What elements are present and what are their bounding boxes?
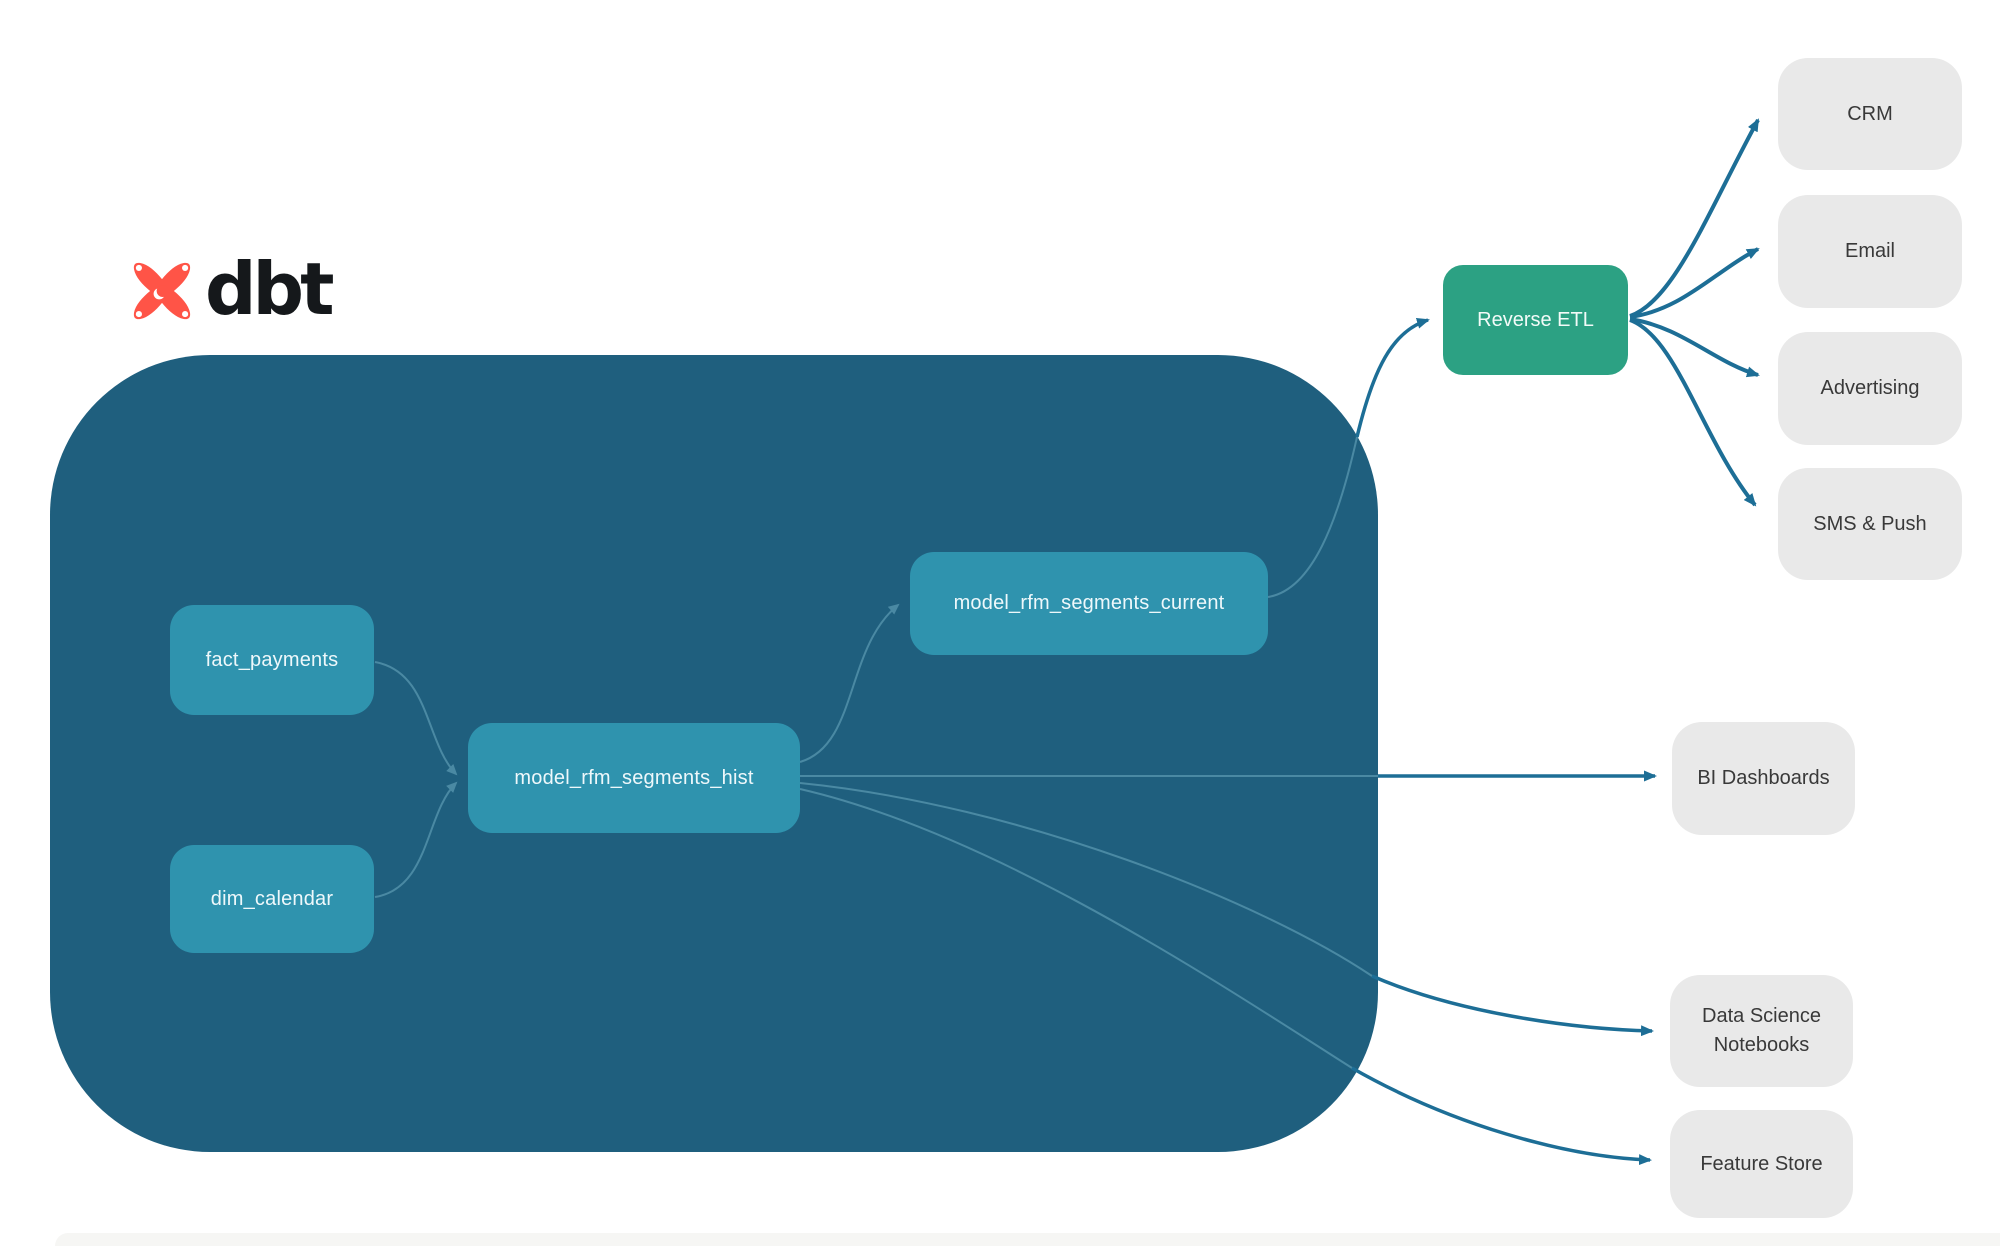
node-label: dim_calendar <box>210 887 334 910</box>
node-label: model_rfm_segments_hist <box>514 766 754 789</box>
edge-fact-payments-to-hist <box>374 661 458 776</box>
node-email: Email <box>1778 195 1962 308</box>
edge-hist-to-fs-outside <box>1351 1066 1652 1166</box>
edge-hist-to-ds-outside <box>1371 974 1654 1037</box>
node-label: Advertising <box>1820 377 1920 399</box>
edge-hist-to-current <box>799 603 900 763</box>
node-sms-push: SMS & Push <box>1778 468 1962 580</box>
node-label: CRM <box>1847 102 1893 125</box>
edge-reverse-etl-to-advertising <box>1629 317 1760 378</box>
node-bi-dashboards: BI Dashboards <box>1672 722 1855 835</box>
node-feature-store: Feature Store <box>1670 1110 1853 1218</box>
node-label: SMS & Push <box>1813 512 1927 535</box>
node-label: Feature Store <box>1700 1152 1823 1175</box>
dbt-wordmark: dbt <box>205 247 334 331</box>
edge-current-to-reverse-etl-outside <box>1355 317 1430 438</box>
edge-current-to-reverse-etl-inside <box>1267 436 1358 598</box>
node-label: Data Science Notebooks <box>1702 1005 1821 1056</box>
node-dim-calendar: dim_calendar <box>170 845 374 953</box>
node-fact-payments: fact_payments <box>170 605 374 715</box>
node-model-rfm-segments-hist: model_rfm_segments_hist <box>468 723 800 833</box>
node-model-rfm-segments-current: model_rfm_segments_current <box>910 552 1268 655</box>
node-crm: CRM <box>1778 58 1962 170</box>
edge-hist-to-fs-inside <box>799 788 1353 1069</box>
node-label: fact_payments <box>205 648 339 671</box>
edge-reverse-etl-to-crm <box>1629 118 1760 318</box>
edge-dim-calendar-to-hist <box>374 781 458 898</box>
edge-reverse-etl-to-email <box>1629 247 1760 319</box>
node-advertising: Advertising <box>1778 332 1962 445</box>
edge-reverse-etl-to-sms-push <box>1629 318 1757 507</box>
node-reverse-etl: Reverse ETL <box>1443 265 1628 375</box>
slide-bottom-strip <box>55 1233 2000 1246</box>
edge-hist-to-ds-inside <box>799 782 1373 977</box>
node-label: Reverse ETL <box>1477 308 1594 331</box>
node-data-science-notebooks: Data Science Notebooks <box>1670 975 1853 1087</box>
dbt-logo: dbt <box>127 247 334 331</box>
dbt-star-icon <box>133 262 191 320</box>
node-label: BI Dashboards <box>1697 767 1830 789</box>
node-label: Email <box>1844 240 1895 262</box>
node-label: model_rfm_segments_current <box>953 592 1225 614</box>
